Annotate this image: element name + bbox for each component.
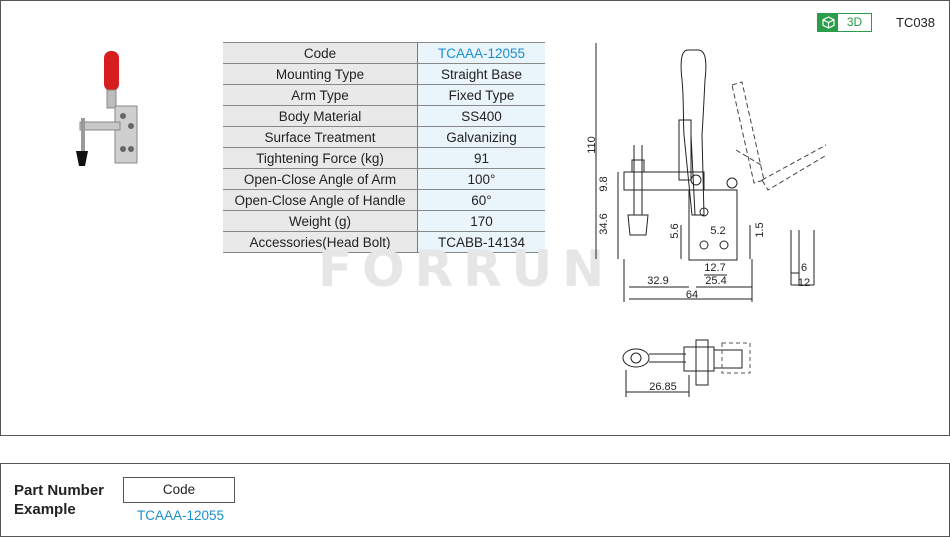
- dim-32-9: 32.9: [647, 275, 668, 287]
- technical-drawing-side: 110 9.8 34.6 5.6 5.2 1.5 12.7 25.4 32.9 …: [586, 43, 826, 302]
- dim-110: 110: [586, 136, 598, 154]
- cube-icon: [818, 14, 838, 31]
- spec-label: Body Material: [223, 105, 418, 127]
- spec-value: Fixed Type: [417, 84, 545, 106]
- watermark: FORRUN: [318, 240, 615, 298]
- dim-6: 6: [801, 262, 807, 274]
- dim-1-5: 1.5: [754, 222, 766, 237]
- code-label-box: Code: [123, 477, 235, 503]
- spec-label: Open-Close Angle of Handle: [223, 189, 418, 211]
- spec-value: 170: [417, 210, 545, 232]
- spec-row: Weight (g)170: [223, 210, 545, 232]
- dim-12: 12: [798, 277, 810, 289]
- spec-label: Mounting Type: [223, 63, 418, 85]
- handle-grip: [104, 51, 119, 91]
- 3d-view-button[interactable]: 3D: [817, 13, 872, 32]
- part-id: TC038: [896, 15, 936, 30]
- dim-9-8: 9.8: [598, 176, 610, 191]
- spec-value: 100°: [417, 168, 545, 190]
- spec-label: Arm Type: [223, 84, 418, 106]
- spec-value: TCABB-14134: [417, 231, 545, 253]
- part-number-title: Part Number Example: [14, 481, 104, 519]
- spec-value: SS400: [417, 105, 545, 127]
- dim-26-85: 26.85: [649, 381, 677, 393]
- part-number-line2: Example: [14, 501, 76, 518]
- part-number-line1: Part Number: [14, 482, 105, 499]
- dim-12-7: 12.7: [704, 262, 725, 274]
- spec-label: Code: [223, 42, 418, 64]
- dim-5-2: 5.2: [710, 225, 725, 237]
- dim-64: 64: [686, 289, 698, 301]
- spec-value[interactable]: TCAAA-12055: [417, 42, 545, 64]
- spec-label: Tightening Force (kg): [223, 147, 418, 169]
- spec-row: Accessories(Head Bolt)TCABB-14134: [223, 231, 545, 253]
- spec-label: Open-Close Angle of Arm: [223, 168, 418, 190]
- code-value[interactable]: TCAAA-12055: [137, 508, 225, 523]
- spec-label: Weight (g): [223, 210, 418, 232]
- spec-value: Galvanizing: [417, 126, 545, 148]
- dim-5-6: 5.6: [669, 223, 681, 238]
- 3d-label: 3D: [846, 15, 863, 29]
- spec-label: Surface Treatment: [223, 126, 418, 148]
- spec-value: Straight Base: [417, 63, 545, 85]
- technical-drawing-top: 26.85: [622, 339, 751, 397]
- dim-34-6: 34.6: [598, 213, 610, 234]
- dim-25-4: 25.4: [705, 275, 726, 287]
- spec-label: Accessories(Head Bolt): [223, 231, 418, 253]
- spec-value: 91: [417, 147, 545, 169]
- product-photo: [76, 51, 138, 166]
- spec-row: Tightening Force (kg)91: [223, 147, 545, 169]
- spec-value: 60°: [417, 189, 545, 211]
